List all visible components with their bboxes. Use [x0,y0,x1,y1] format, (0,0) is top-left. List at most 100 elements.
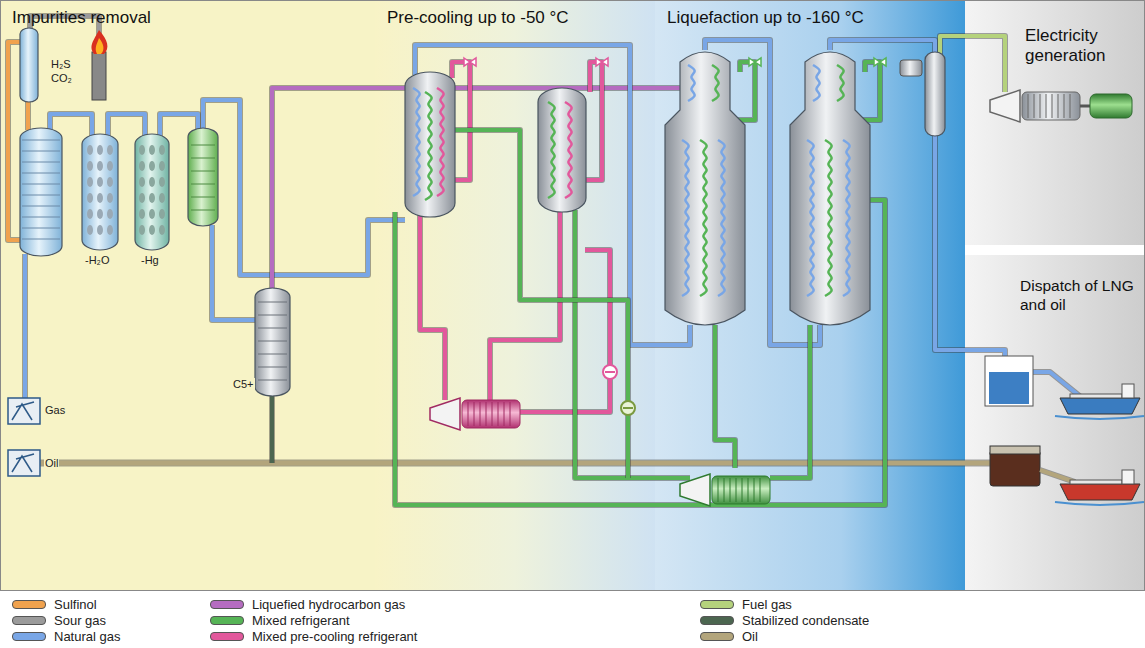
pipe [735,62,755,120]
mercury-removal-unit [159,225,165,235]
gas-turbine [1058,94,1059,118]
pre-cooling-exchanger [538,88,586,212]
dehydration-unit [82,134,118,250]
mercury-removal-unit [149,209,155,219]
pre-cooling-compressor [480,402,481,426]
dehydration-unit [87,161,93,171]
legend-text: Natural gas [54,629,120,644]
pipe [770,325,810,478]
mixed-refrigerant-compressor [748,478,749,502]
legend-text: Mixed refrigerant [252,613,350,628]
dehydration-unit [107,193,113,203]
pump-symbol [603,365,617,379]
absorber-column [22,239,60,240]
pipe [40,463,990,464]
flare [91,30,107,54]
coil [548,102,555,198]
section-heading: Electricity generation [1025,26,1135,67]
pre-cooling-compressor [430,398,520,430]
coil [437,88,444,196]
equipment-label: H₂S [50,58,72,70]
section-band [655,0,965,590]
tanker-ship [1070,394,1122,398]
pipe [203,100,405,275]
pre-cooling-compressor [474,402,475,426]
legend-swatch [210,600,244,609]
gas-turbine [1028,94,1029,118]
legend-text: Sour gas [54,613,106,628]
pipe [28,100,29,130]
section-heading: Pre-cooling up to -50 °C [387,8,569,28]
gas-turbine [1052,94,1053,118]
dehydration-unit [97,161,103,171]
cryogenic-heat-exchanger [665,52,745,325]
regenerator-column [20,28,38,102]
section-band: Electricity generation [965,0,1145,245]
mixed-refrigerant-compressor [736,478,737,502]
equipment-label: -Hg [140,254,160,266]
legend-text: Stabilized condensate [742,613,869,628]
legend-swatch [700,600,734,609]
oil-well [8,450,40,476]
legend-text: Liquefied hydrocarbon gas [252,597,405,612]
generator [1090,94,1132,118]
pipe [420,215,445,400]
pipe [22,254,28,398]
separator-column [191,197,215,198]
legend-item: Mixed pre-cooling refrigerant [210,629,417,644]
dehydration-unit [107,209,113,219]
section-band [965,255,1145,590]
generator [1080,105,1090,108]
coil [807,140,814,296]
gas-turbine [990,90,1080,122]
absorber-column [22,173,60,174]
dehydration-unit [87,145,93,155]
equipment-label: C5+ [232,378,255,390]
tanker-ship [1122,384,1134,398]
condensate-column [258,315,287,316]
coil [825,140,832,296]
pre-cooling-compressor [486,402,487,426]
legend-item: Stabilized condensate [700,613,869,628]
valve-symbol [749,58,761,66]
absorber-column [22,195,60,196]
tanker-ship [1060,398,1140,414]
pipe [26,100,30,130]
pipe [830,40,935,55]
dehydration-unit [107,145,113,155]
mercury-removal-unit [139,193,145,203]
pipe [860,62,880,120]
tanker-ship [1055,384,1144,419]
expander [900,60,922,76]
tanker-ship [1055,502,1144,505]
mercury-removal-unit [149,161,155,171]
dehydration-unit [87,209,93,219]
equipment-label: Gas [44,404,66,416]
absorber-column [22,140,60,141]
legend-swatch [12,616,46,625]
gas-well [12,402,34,420]
mercury-removal-unit [139,177,145,187]
pipe [203,100,405,275]
tanker-ship [1122,470,1134,484]
oil-tank [990,450,1040,486]
pipe [40,461,990,466]
pipe [420,215,445,400]
condensate-column [258,380,287,381]
coil [688,65,695,101]
pipe [269,395,275,463]
pipe [770,325,810,478]
gas-turbine [990,90,1020,122]
pre-cooling-compressor [504,402,505,426]
dehydration-unit [87,225,93,235]
tanker-ship [1060,484,1140,500]
flare [96,38,104,54]
separator-column [188,128,218,226]
cryogenic-heat-exchanger [790,52,870,325]
separator-column [191,158,215,159]
dehydration-unit [107,177,113,187]
section-band: Liquefaction up to -160 °C [655,0,965,590]
flash-drum [925,52,945,136]
legend-item: Sulfinol [12,597,97,612]
legend-swatch [700,616,734,625]
